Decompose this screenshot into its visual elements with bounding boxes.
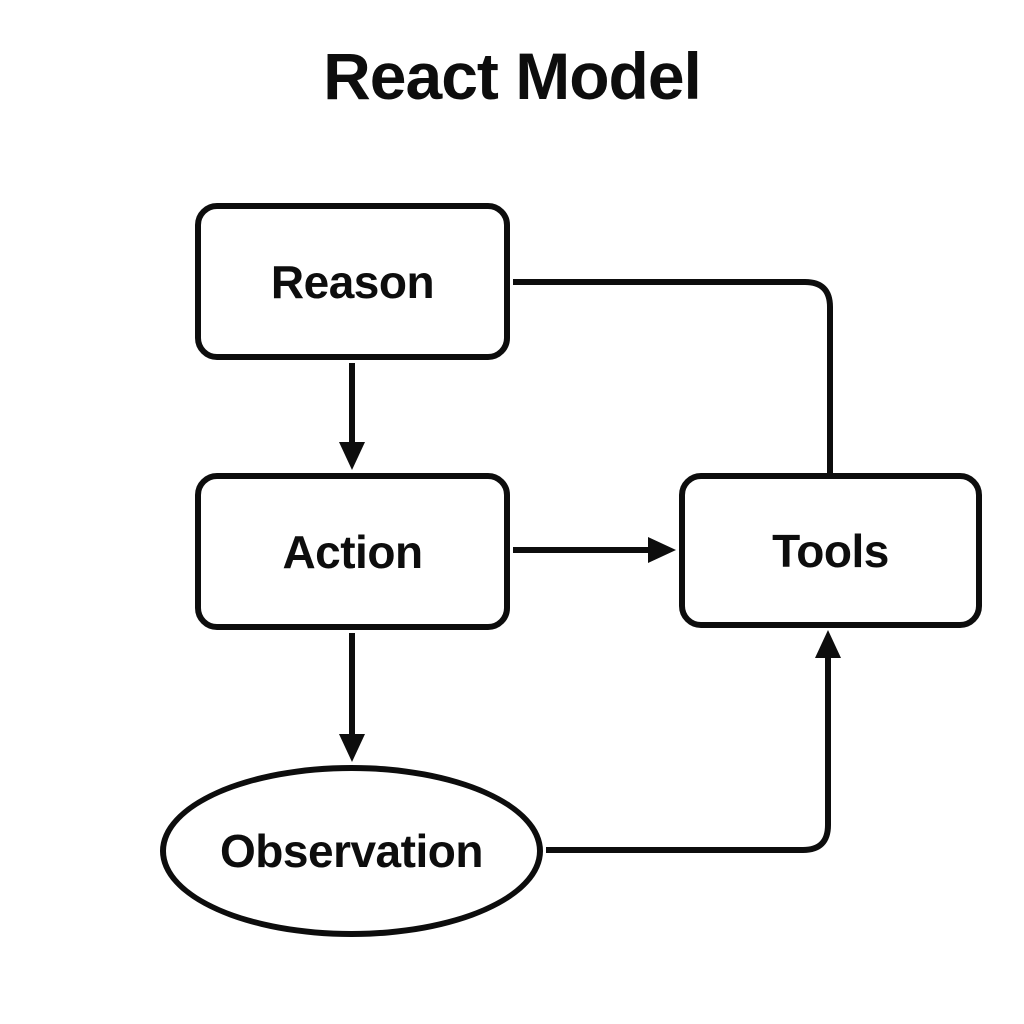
node-reason: Reason [195, 203, 510, 360]
edge-reason-to-tools [513, 279, 833, 473]
node-tools: Tools [679, 473, 982, 628]
node-action: Action [195, 473, 510, 630]
node-observation: Observation [160, 765, 543, 937]
node-tools-label: Tools [772, 524, 889, 577]
node-reason-label: Reason [270, 255, 435, 308]
arrowhead-down-icon [339, 734, 365, 762]
node-observation-label: Observation [220, 825, 483, 877]
arrowhead-right-icon [648, 537, 676, 563]
edge-action-to-tools [513, 537, 676, 563]
diagram-title: React Model [323, 39, 702, 113]
edge-action-to-observation [339, 633, 365, 762]
node-action-label: Action [282, 525, 423, 578]
edge-reason-to-action [339, 363, 365, 470]
arrowhead-down-icon [339, 442, 365, 470]
arrowhead-up-icon [815, 630, 841, 658]
edge-observation-to-tools [546, 630, 841, 853]
